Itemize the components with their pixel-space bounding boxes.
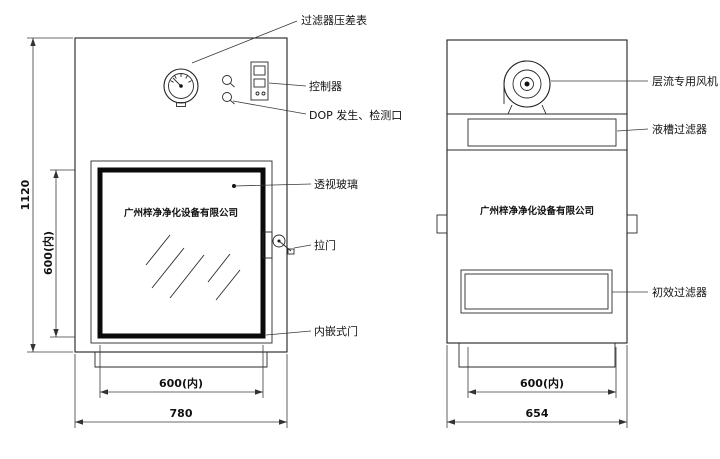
door-handle-icon bbox=[262, 231, 295, 259]
callout-liquid-filter-label: 液槽过滤器 bbox=[652, 122, 707, 136]
side-callouts: 层流专用风机 液槽过滤器 初效过滤器 bbox=[551, 74, 718, 299]
callout-primary-filter-label: 初效过滤器 bbox=[652, 285, 707, 299]
callout-handle-label: 拉门 bbox=[314, 238, 336, 252]
front-body-outline bbox=[74, 37, 288, 353]
company-name-side: 广州梓净净化设备有限公司 bbox=[480, 205, 594, 217]
callout-gauge-label: 过滤器压差表 bbox=[301, 13, 367, 27]
left-clamp bbox=[436, 214, 448, 234]
fan-icon bbox=[503, 60, 551, 115]
dim-total-width-front: 780 bbox=[170, 407, 193, 420]
dop-ports-icon bbox=[222, 75, 235, 105]
glass-reflection-marks bbox=[145, 234, 241, 301]
front-view: 广州梓净净化设备有限公司 bbox=[74, 37, 295, 368]
dim-total-width-side: 654 bbox=[526, 407, 549, 420]
callout-glass-label: 透视玻璃 bbox=[314, 177, 358, 191]
primary-filter bbox=[460, 269, 613, 314]
front-callouts: 过滤器压差表 控制器 DOP 发生、检测口 透视玻璃 拉门 内嵌式门 bbox=[191, 13, 402, 338]
pressure-gauge-icon bbox=[163, 68, 199, 107]
dim-inner-width-side: 600(内) bbox=[520, 376, 564, 390]
callout-dop-label: DOP 发生、检测口 bbox=[309, 108, 402, 122]
dim-inner-width-front: 600(内) bbox=[159, 376, 203, 390]
side-base-stand bbox=[458, 343, 616, 368]
door-outer-frame bbox=[90, 160, 273, 344]
liquid-tank-filter bbox=[467, 118, 617, 147]
right-clamp bbox=[626, 214, 638, 234]
callout-fan-label: 层流专用风机 bbox=[652, 74, 718, 88]
controller-panel-icon bbox=[250, 61, 269, 101]
company-name-front: 广州梓净净化设备有限公司 bbox=[124, 207, 238, 219]
callout-inner-door-label: 内嵌式门 bbox=[314, 324, 358, 338]
side-dimensions: 600(内) 654 bbox=[446, 345, 628, 428]
callout-controller-label: 控制器 bbox=[309, 79, 342, 93]
front-dimensions: 1120 600(内) 600(内) 780 bbox=[19, 37, 288, 428]
dim-inner-height: 600(内) bbox=[41, 231, 55, 275]
front-base-stand bbox=[94, 352, 268, 368]
door-frame bbox=[97, 167, 266, 339]
side-body-outline bbox=[446, 39, 628, 344]
dim-total-height: 1120 bbox=[19, 179, 32, 210]
side-view: 广州梓净净化设备有限公司 bbox=[436, 39, 638, 368]
